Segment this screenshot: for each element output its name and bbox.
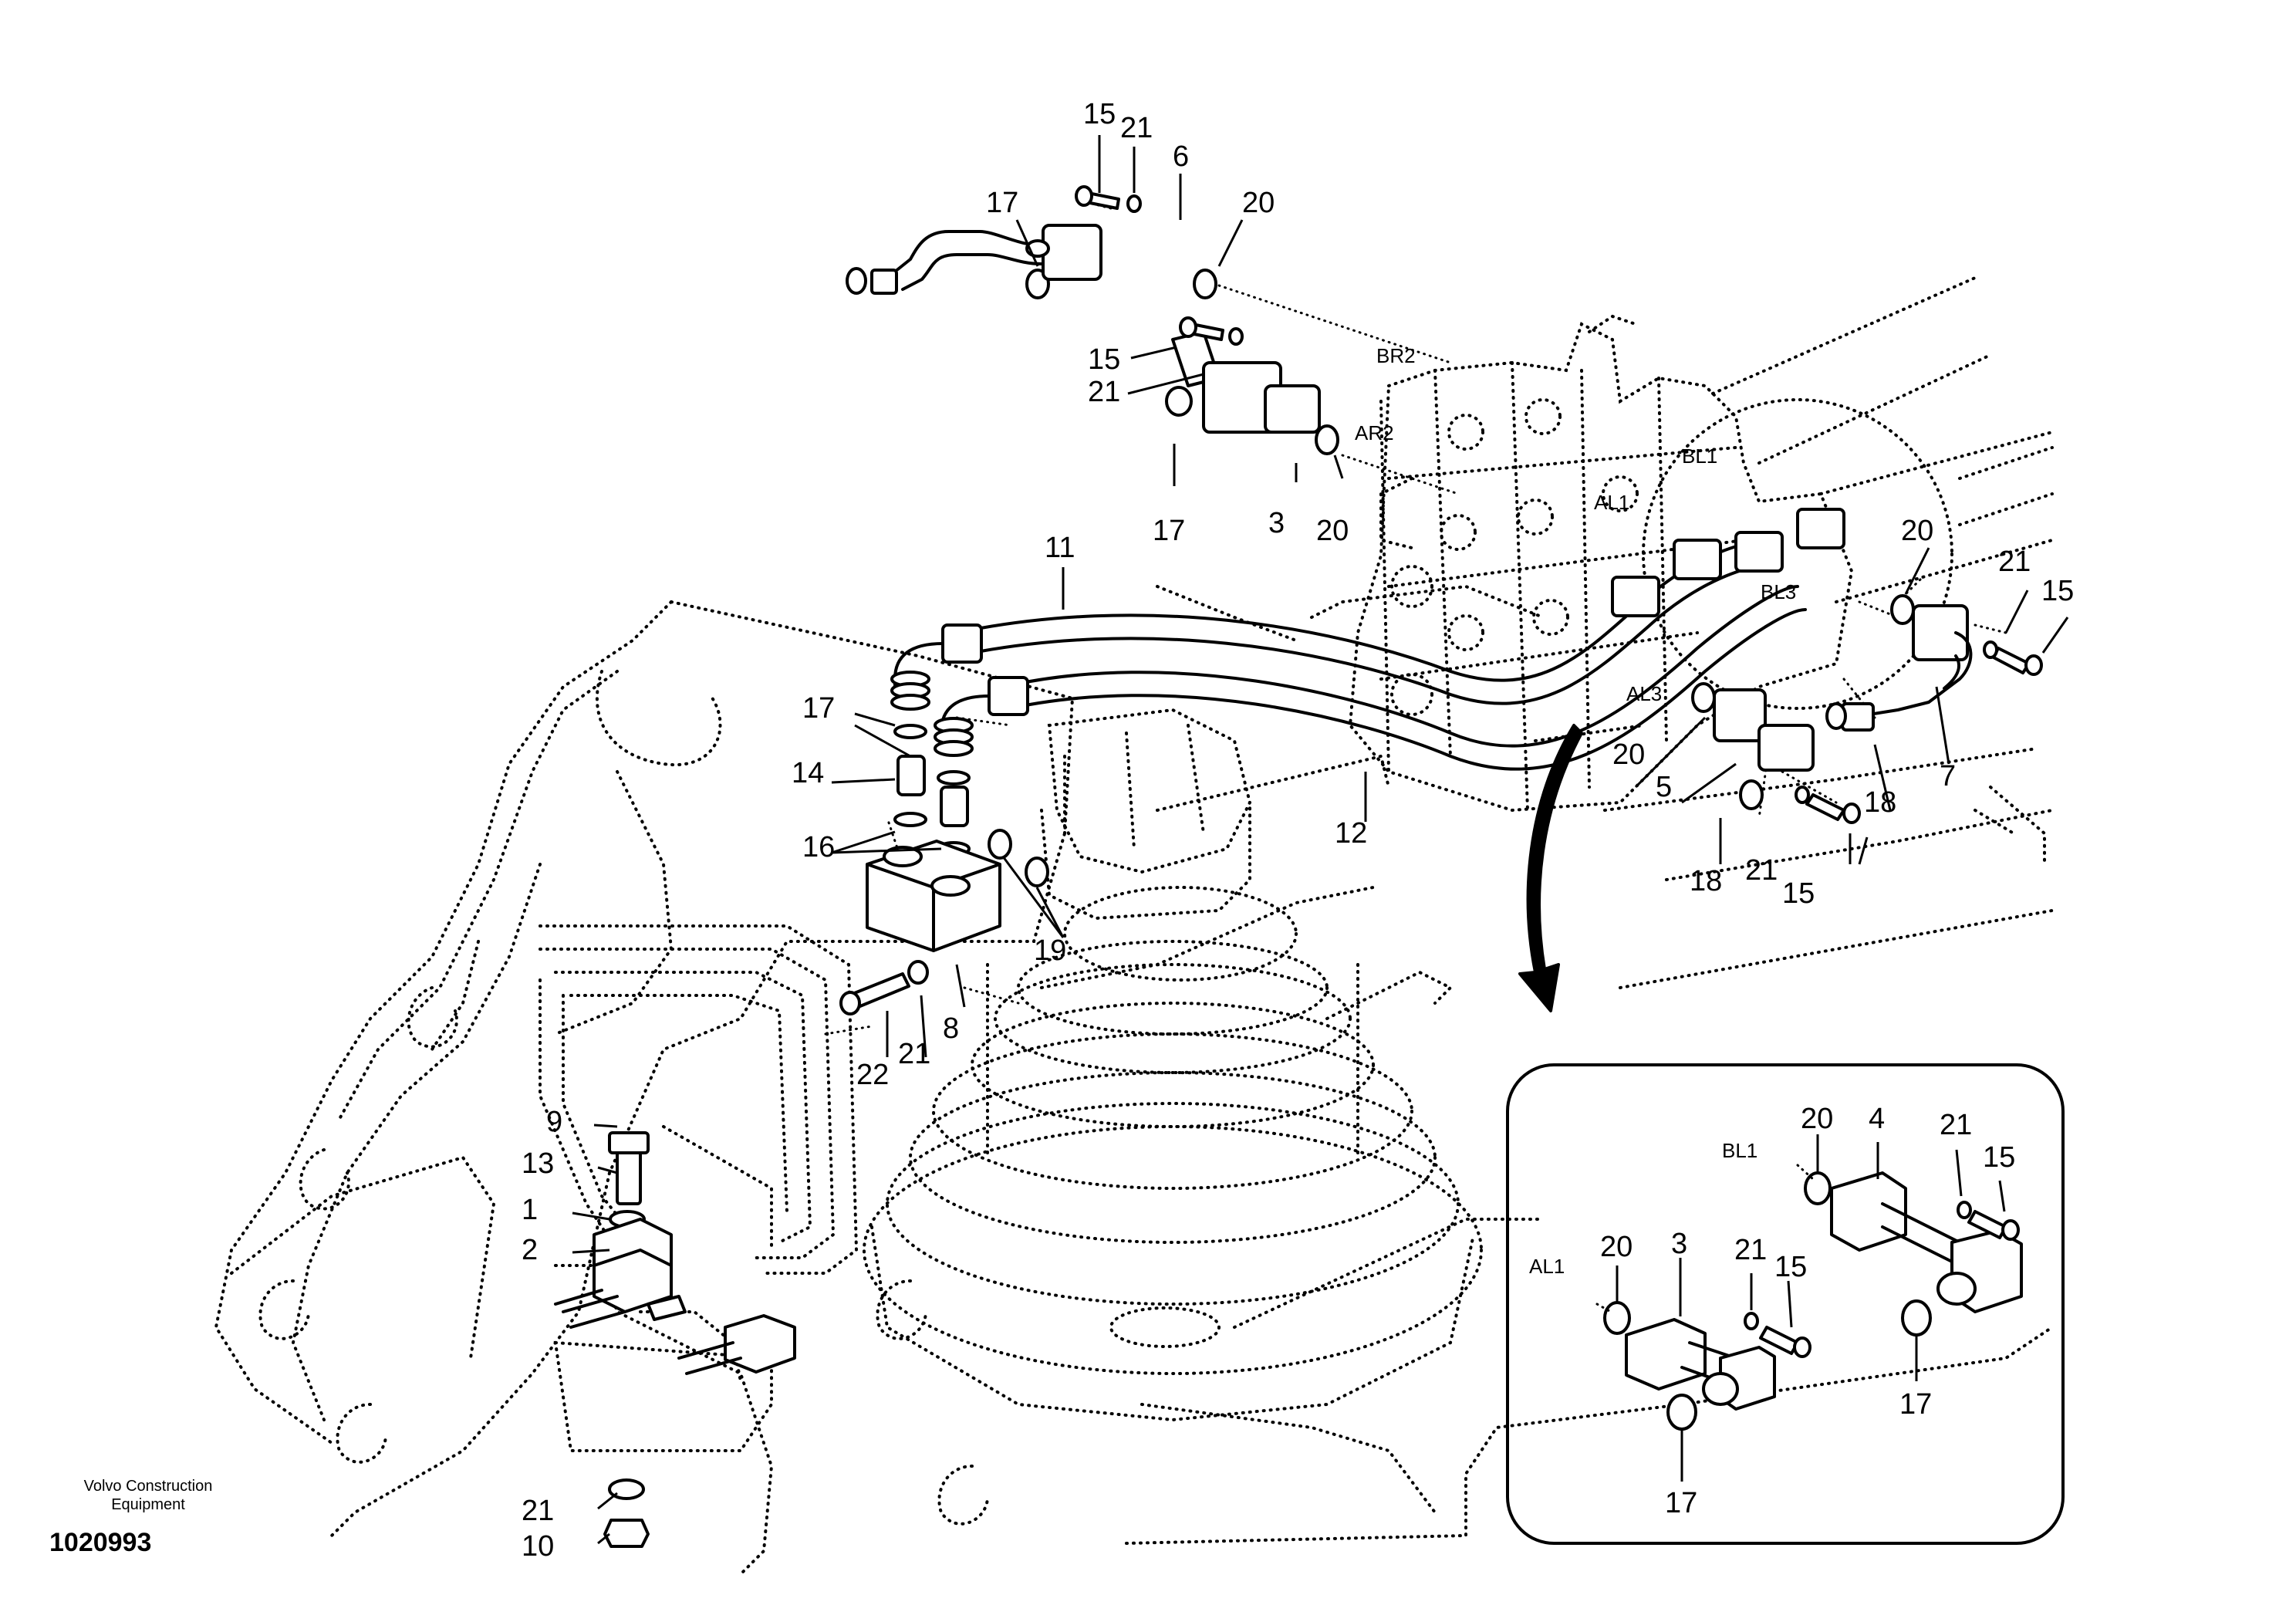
callout-leaders	[572, 135, 2069, 1545]
detail-circle	[1642, 398, 1953, 710]
callout-20: 20	[1901, 515, 1933, 547]
callout-3: 3	[1268, 507, 1285, 539]
callout-19: 19	[1034, 934, 1066, 967]
callout-10: 10	[522, 1530, 554, 1563]
callout-labels: 15 21 6 17 20 15 21 17 3 20 11 17 14 16 …	[522, 98, 2074, 1563]
callout-5: 5	[1656, 771, 1672, 803]
callout-21: 21	[1745, 854, 1778, 887]
callout-15: 15	[2041, 575, 2074, 607]
callout-9: 9	[546, 1106, 562, 1138]
detail-callout-21: 21	[1734, 1234, 1767, 1266]
drawing-caption: Volvo Construction Equipment 1020993	[49, 1478, 212, 1557]
callout-21: 21	[522, 1495, 554, 1527]
detail-callout-20: 20	[1801, 1103, 1833, 1135]
control-valve	[1348, 314, 1854, 813]
detail-port-label-al1: AL1	[1529, 1255, 1565, 1278]
detail-callout-21: 21	[1940, 1109, 1972, 1141]
clamp-assembly	[554, 1131, 796, 1548]
callout-13: 13	[522, 1147, 554, 1180]
callout-2: 2	[522, 1234, 538, 1266]
callout-20: 20	[1242, 187, 1275, 219]
callout-14: 14	[792, 757, 824, 789]
callout-8: 8	[943, 1012, 959, 1045]
callout-18: 18	[1690, 865, 1722, 897]
callout-17: 17	[986, 187, 1018, 219]
detail-inset	[1506, 1063, 2065, 1545]
detail-port-label-bl1: BL1	[1722, 1139, 1757, 1162]
detail-callout-17: 17	[1665, 1487, 1697, 1519]
callout-21: 21	[898, 1038, 930, 1070]
port-label-al3: AL3	[1626, 682, 1662, 705]
publisher-name-line2: Equipment	[111, 1496, 185, 1513]
callout-15: 15	[1083, 98, 1116, 130]
callout-21: 21	[1088, 376, 1120, 408]
callout-7: 7	[1940, 760, 1956, 792]
callout-15: 15	[1782, 877, 1815, 910]
detail-callout-20: 20	[1600, 1231, 1633, 1263]
port-label-al1: AL1	[1594, 491, 1629, 514]
swing-motor	[863, 708, 1483, 1422]
flange-3	[1165, 316, 1339, 455]
port-label-ar2: AR2	[1355, 421, 1394, 444]
drawing-number: 1020993	[49, 1528, 151, 1557]
direction-arrow	[1518, 724, 1583, 1012]
detail-callout-3: 3	[1671, 1228, 1687, 1260]
flange-tube-6	[846, 185, 1217, 299]
callout-22: 22	[856, 1059, 889, 1091]
port-labels: BR2 AR2 BL1 AL1 BL3 AL3 BL1 AL1	[1355, 344, 1796, 1278]
callout-17: 17	[1153, 515, 1185, 547]
callout-12: 12	[1335, 817, 1367, 850]
callout-18: 18	[1864, 786, 1896, 819]
callout-21: 21	[1120, 112, 1153, 144]
callout-6: 6	[1173, 140, 1189, 173]
callout-1: 1	[522, 1194, 538, 1226]
hydraulic-tubes-lower	[539, 924, 859, 1383]
callout-17: 17	[802, 692, 835, 725]
port-label-bl3: BL3	[1761, 580, 1796, 603]
flange-5	[1691, 682, 1861, 824]
flange-tube-7	[1825, 594, 2043, 732]
detail-callout-17: 17	[1899, 1388, 1932, 1421]
callout-11: 11	[1045, 532, 1075, 564]
detail-callout-4: 4	[1869, 1103, 1885, 1135]
callout-20: 20	[1316, 515, 1349, 547]
port-label-bl1: BL1	[1682, 444, 1717, 468]
callout-21: 21	[1998, 546, 2031, 578]
detail-callout-15: 15	[1774, 1251, 1807, 1283]
excavator-frame-outline	[214, 276, 2054, 1576]
port-label-br2: BR2	[1376, 344, 1416, 367]
publisher-name-line1: Volvo Construction	[84, 1478, 213, 1495]
adaptor-stack	[839, 671, 1049, 1015]
hose-assemblies	[893, 508, 1845, 771]
callout-16: 16	[802, 831, 835, 863]
callout-15: 15	[1088, 343, 1120, 376]
detail-callout-15: 15	[1983, 1141, 2015, 1174]
port-leader-lines	[824, 199, 2007, 1036]
callout-20: 20	[1612, 738, 1645, 771]
